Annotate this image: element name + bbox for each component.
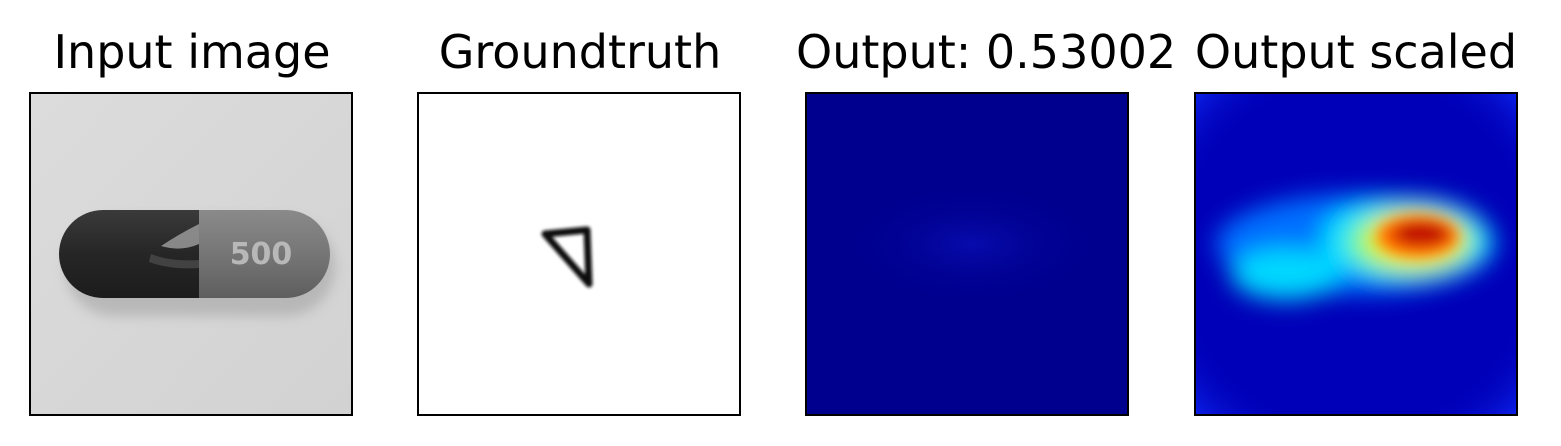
output-heatmap-panel <box>805 92 1129 416</box>
input-image-panel: 500 <box>29 92 353 416</box>
output-heatmap <box>807 94 1127 414</box>
panel-title-input-image: Input image <box>53 25 331 79</box>
panel-title-output-score: Output: 0.53002 <box>796 25 1177 79</box>
groundtruth-panel <box>417 92 741 416</box>
output-scaled-heatmap <box>1196 94 1516 414</box>
output-scaled-heatmap-panel <box>1194 92 1518 416</box>
capsule-print-text: 500 <box>230 237 293 272</box>
capsule-image: 500 <box>31 94 351 414</box>
panel-title-groundtruth: Groundtruth <box>438 25 722 79</box>
panel-title-output-scaled: Output scaled <box>1194 25 1518 79</box>
defect-mask <box>541 226 593 288</box>
